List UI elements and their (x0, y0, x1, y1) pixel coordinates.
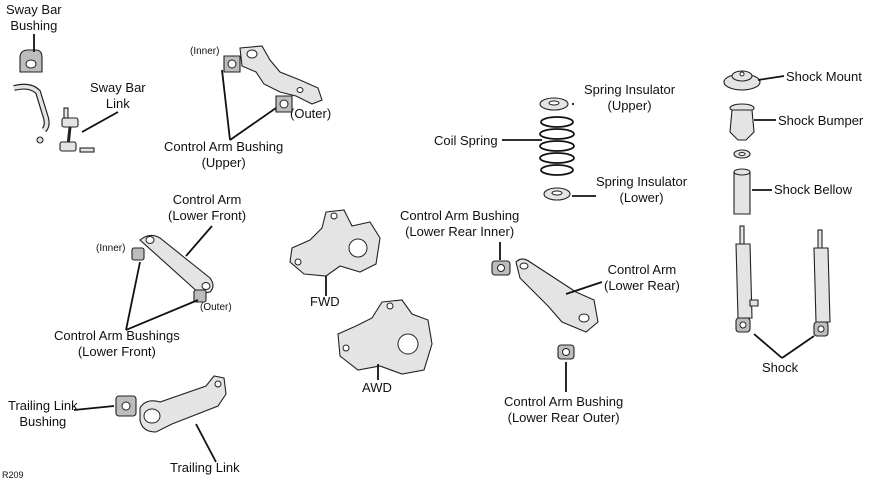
label-line: Sway Bar (90, 80, 146, 95)
label-line: Control Arm (172, 192, 242, 207)
shock-bellow-part (733, 168, 751, 215)
label-control-arm-lower-front: Control Arm (Lower Front) (168, 192, 246, 224)
label-line: (Lower Rear Outer) (507, 410, 620, 425)
label-line: Control Arm Bushing (504, 394, 624, 409)
label-inner-lower-front: (Inner) (96, 243, 126, 254)
label-coil-spring: Coil Spring (434, 133, 498, 148)
label-trailing-link-bushing: Trailing Link Bushing (8, 398, 78, 430)
label-shock-bellow: Shock Bellow (774, 182, 853, 197)
sway-bar-link-part (59, 107, 95, 153)
shock-mount-part (723, 70, 761, 91)
label-sway-bar-bushing: Sway Bar Bushing (6, 2, 62, 34)
shock-right-part (813, 229, 831, 337)
label-spring-insulator-upper: Spring Insulator (Upper) (584, 82, 675, 114)
label-control-arm-bushing-lower-rear-outer: Control Arm Bushing (Lower Rear Outer) (504, 394, 623, 426)
label-shock-mount: Shock Mount (786, 69, 862, 84)
label-control-arm-bushing-lower-rear-inner: Control Arm Bushing (Lower Rear Inner) (400, 208, 519, 240)
label-line: Control Arm (607, 262, 677, 277)
trailing-link-part (115, 375, 227, 433)
sway-bar-bushing-part (19, 49, 43, 73)
label-line: Bushing (10, 18, 58, 33)
label-line: (Upper) (201, 155, 246, 170)
shock-left-part (735, 225, 759, 333)
label-line: Control Arm Bushing (164, 139, 284, 154)
lower-front-control-arm-part (131, 234, 214, 303)
label-line: (Lower Front) (77, 344, 156, 359)
label-line: (Lower Front) (168, 208, 247, 223)
shock-bumper-part (729, 103, 755, 141)
label-line: Control Arm Bushing (400, 208, 520, 223)
label-spring-insulator-lower: Spring Insulator (Lower) (596, 174, 687, 206)
label-awd: AWD (362, 380, 392, 395)
lower-rear-outer-bushing-part (557, 344, 575, 360)
fwd-knuckle-part (289, 209, 381, 277)
label-line: (Lower) (619, 190, 664, 205)
label-line: Link (105, 96, 130, 111)
lower-rear-control-arm-part (515, 258, 599, 333)
sway-bar-part (13, 83, 50, 144)
label-control-arm-lower-rear: Control Arm (Lower Rear) (604, 262, 680, 294)
label-outer-lower-front: (Outer) (200, 302, 232, 313)
label-line: (Lower Rear) (604, 278, 680, 293)
awd-knuckle-part (337, 299, 433, 375)
leader-lines (33, 34, 815, 463)
label-shock: Shock (762, 360, 799, 375)
spring-insulator-lower-part (543, 187, 571, 201)
label-line: Bushing (19, 414, 67, 429)
label-shock-bumper: Shock Bumper (778, 113, 864, 128)
label-line: Trailing Link (8, 398, 78, 413)
shock-washer-part (733, 149, 751, 159)
label-line: (Lower Rear Inner) (405, 224, 515, 239)
upper-control-arm-part (223, 45, 323, 113)
label-inner-upper: (Inner) (190, 46, 220, 57)
lower-rear-inner-bushing-part (491, 260, 511, 276)
label-trailing-link: Trailing Link (170, 460, 240, 475)
spring-insulator-upper-part (539, 97, 569, 111)
label-outer-upper: (Outer) (290, 106, 332, 121)
coil-spring-part (539, 116, 575, 176)
label-control-arm-bushings-lower-front: Control Arm Bushings (Lower Front) (54, 328, 180, 360)
label-sway-bar-link: Sway Bar Link (90, 80, 146, 112)
label-line: Control Arm Bushings (54, 328, 180, 343)
label-line: (Upper) (607, 98, 652, 113)
label-control-arm-bushing-upper: Control Arm Bushing (Upper) (164, 139, 283, 171)
reference-code: R209 (2, 470, 24, 480)
label-line: Spring Insulator (596, 174, 688, 189)
label-line: Sway Bar (6, 2, 62, 17)
label-line: Spring Insulator (584, 82, 676, 97)
label-fwd: FWD (310, 294, 340, 309)
